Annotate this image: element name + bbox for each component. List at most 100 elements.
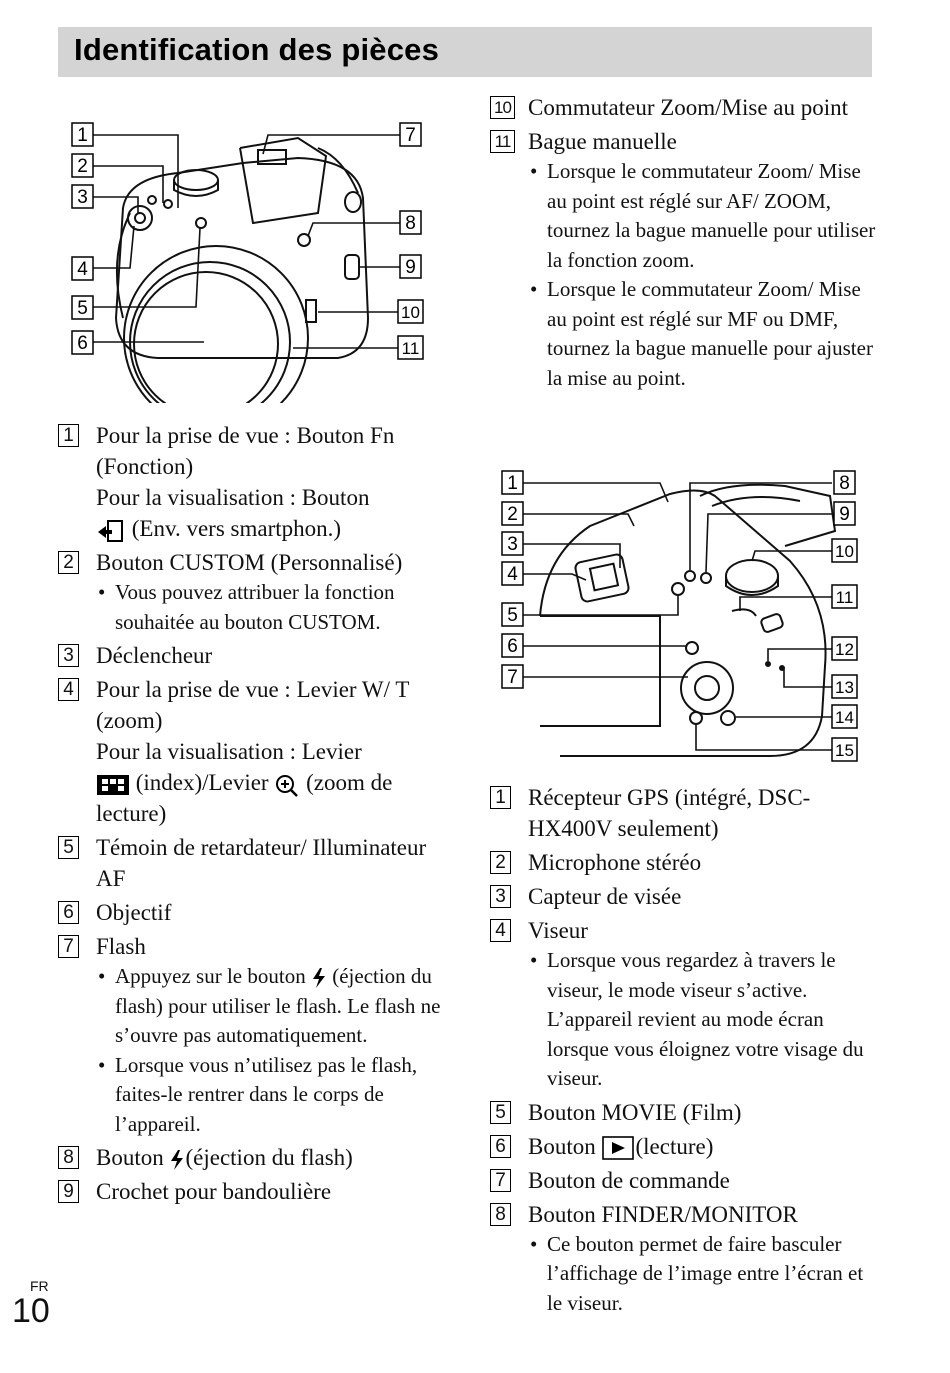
item-text: Bouton	[528, 1133, 596, 1159]
item-text: (éjection du flash)	[185, 1145, 353, 1170]
front-callout-2: 2	[77, 156, 88, 177]
list-item: 3 Déclencheur	[58, 640, 446, 671]
back-callout-12: 12	[835, 640, 854, 659]
page-number: 10	[12, 1292, 50, 1330]
item-text: Viseur	[528, 918, 588, 943]
item-number: 2	[58, 551, 79, 574]
item-text: Pour la prise de vue : Levier W/ T (zoom…	[96, 677, 409, 733]
flash-icon	[171, 1149, 184, 1170]
item-text: Pour la visualisation : Bouton	[96, 485, 370, 510]
back-callout-9: 9	[839, 504, 850, 525]
front-callout-10: 10	[401, 303, 420, 322]
list-item: 9 Crochet pour bandoulière	[58, 1176, 446, 1207]
back-callout-15: 15	[835, 741, 854, 760]
list-item: 11 Bague manuelle Lorsque le commutateur…	[490, 126, 878, 393]
item-text: Bouton de commande	[528, 1167, 730, 1193]
list-item: 5 Bouton MOVIE (Film)	[490, 1097, 878, 1128]
item-number: 3	[490, 885, 511, 908]
front-camera-figure: 1 2 3 4 5 6 7 8 9 10 11	[71, 122, 424, 403]
front-callouts: 1 2 3 4 5 6 7 8 9 10 11	[71, 122, 424, 360]
back-camera-figure: 1 2 3 4 5 6 7 8 9 10 11 12 13 14 15	[501, 470, 858, 762]
play-icon	[602, 1136, 635, 1161]
front-callout-3: 3	[77, 187, 88, 208]
back-callout-4: 4	[507, 564, 518, 585]
front-callout-11: 11	[402, 339, 420, 358]
list-item: 6 Objectif	[58, 897, 446, 928]
list-item: 7 Bouton de commande	[490, 1165, 878, 1196]
item-text: Capteur de visée	[528, 884, 682, 909]
item-text: Commutateur Zoom/Mise au point	[528, 95, 849, 120]
flash-icon	[312, 968, 325, 989]
item-text: Pour la prise de vue : Bouton Fn (Foncti…	[96, 423, 395, 479]
back-callout-11: 11	[836, 588, 854, 607]
item-bullet: Lorsque vous regardez à travers le viseu…	[528, 946, 878, 1094]
item-number: 4	[490, 919, 511, 942]
back-callouts: 1 2 3 4 5 6 7 8 9 10 11 12 13 14 15	[501, 470, 858, 762]
item-text: Bague manuelle	[528, 129, 677, 154]
front-callout-9: 9	[405, 257, 416, 278]
back-callout-7: 7	[507, 667, 518, 688]
item-number: 5	[490, 1100, 511, 1124]
item-text: Microphone stéréo	[528, 850, 702, 875]
item-text: Flash	[96, 934, 146, 959]
list-item: 8 Bouton FINDER/MONITOR Ce bouton permet…	[490, 1199, 878, 1319]
item-bullet: Lorsque le commutateur Zoom/ Mise au poi…	[528, 275, 878, 393]
right-parts-list-top: 10 Commutateur Zoom/Mise au point 11 Bag…	[490, 92, 878, 393]
item-number: 11	[490, 130, 515, 153]
front-callout-7: 7	[405, 125, 416, 146]
list-item: 1 Récepteur GPS (intégré, DSC-HX400V seu…	[490, 782, 878, 844]
item-bullet: Lorsque le commutateur Zoom/ Mise au poi…	[528, 157, 878, 275]
list-item: 8 Bouton (éjection du flash)	[58, 1142, 446, 1173]
list-item: 1 Pour la prise de vue : Bouton Fn (Fonc…	[58, 420, 446, 544]
back-callout-14: 14	[835, 708, 854, 727]
item-number: 9	[58, 1180, 79, 1203]
item-number: 7	[58, 935, 79, 958]
item-text: Bouton MOVIE (Film)	[528, 1099, 742, 1125]
item-number: 8	[490, 1202, 511, 1226]
item-text: Objectif	[96, 900, 172, 925]
index-grid-icon	[97, 774, 129, 795]
item-text: Pour la visualisation : Levier	[96, 739, 362, 764]
item-text: (index)/Levier	[135, 770, 269, 795]
list-item: 6 Bouton (lecture)	[490, 1131, 878, 1162]
front-callout-1: 1	[77, 125, 88, 146]
back-callout-8: 8	[839, 473, 850, 494]
list-item: 4 Viseur Lorsque vous regardez à travers…	[490, 915, 878, 1094]
back-callout-5: 5	[507, 605, 518, 626]
item-number: 5	[58, 836, 79, 859]
item-number: 8	[58, 1146, 79, 1169]
back-callout-3: 3	[507, 534, 518, 555]
item-number: 3	[58, 644, 79, 667]
item-text: (Env. vers smartphon.)	[131, 516, 342, 541]
list-item: 2 Bouton CUSTOM (Personnalisé) Vous pouv…	[58, 547, 446, 637]
right-parts-list-bottom: 1 Récepteur GPS (intégré, DSC-HX400V seu…	[490, 782, 878, 1318]
list-item: 10 Commutateur Zoom/Mise au point	[490, 92, 878, 123]
item-text: Crochet pour bandoulière	[96, 1179, 332, 1204]
item-number: 6	[490, 1134, 511, 1158]
item-number: 6	[58, 901, 79, 924]
item-number: 7	[490, 1168, 511, 1192]
item-text: Récepteur GPS (intégré, DSC-HX400V seule…	[528, 785, 811, 841]
item-bullet: Vous pouvez attribuer la fonction souhai…	[96, 578, 446, 637]
item-number: 1	[58, 424, 79, 447]
back-callout-6: 6	[507, 636, 518, 657]
list-item: 4 Pour la prise de vue : Levier W/ T (zo…	[58, 674, 446, 829]
back-callout-10: 10	[835, 542, 854, 561]
left-parts-list: 1 Pour la prise de vue : Bouton Fn (Fonc…	[58, 420, 446, 1207]
front-callout-4: 4	[77, 259, 88, 280]
item-text: Déclencheur	[96, 643, 213, 668]
item-bullet: Lorsque vous n’utilisez pas le flash, fa…	[96, 1051, 446, 1140]
send-to-smartphone-icon	[98, 519, 123, 542]
front-callout-8: 8	[405, 213, 416, 234]
item-bullet: Ce bouton permet de faire basculer l’aff…	[528, 1230, 878, 1319]
item-text: (zoom de lecture)	[96, 770, 393, 826]
item-number: 2	[490, 851, 511, 874]
item-bullet: Appuyez sur le bouton (éjection du flash…	[96, 962, 446, 1051]
section-title-bar: Identification des pièces	[58, 27, 872, 77]
list-item: 5 Témoin de retardateur/ Illuminateur AF	[58, 832, 446, 894]
list-item: 7 Flash Appuyez sur le bouton (éjection …	[58, 931, 446, 1139]
back-callout-1: 1	[507, 473, 518, 494]
item-text: Témoin de retardateur/ Illuminateur AF	[96, 835, 427, 891]
item-text: (lecture)	[635, 1133, 714, 1159]
item-text: Bouton	[96, 1145, 164, 1170]
